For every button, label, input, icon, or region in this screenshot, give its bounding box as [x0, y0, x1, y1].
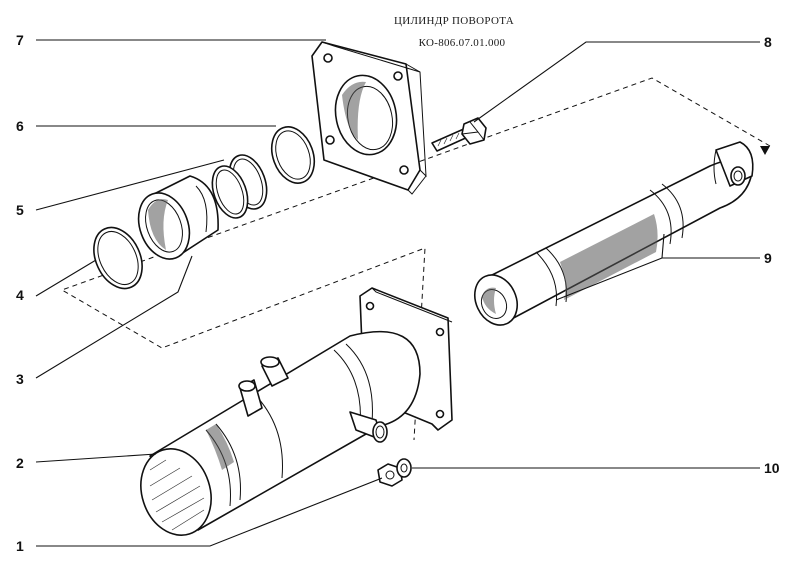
- leader-line-2: [35, 453, 157, 463]
- callout-8: 8: [764, 34, 772, 50]
- leader-lines: [35, 39, 760, 547]
- callout-2: 2: [16, 455, 24, 471]
- leader-line-4: [35, 259, 97, 297]
- leader-line-5: [35, 159, 225, 211]
- seal-ring-part-4: [93, 226, 143, 290]
- callout-4: 4: [16, 287, 24, 303]
- seal-rings-part-5: [211, 154, 268, 219]
- washer-part-10: [396, 458, 412, 478]
- seal-ring-part-6: [270, 126, 316, 184]
- cylinder-body-part-2: [140, 287, 453, 536]
- assembly-axis-arrowhead: [760, 146, 770, 155]
- callout-5: 5: [16, 202, 24, 218]
- leader-line-3: [35, 255, 193, 379]
- assembly-axis-dashed-line: [60, 77, 771, 441]
- diagram-code: КО-806.07.01.000: [419, 37, 506, 49]
- leader-line-9b: [555, 257, 663, 301]
- nut-part-1: [377, 463, 403, 487]
- leader-line-1: [36, 477, 383, 547]
- flange-part-7: [311, 41, 427, 195]
- callout-1: 1: [16, 538, 24, 554]
- piston-bushing-part-3: [137, 175, 219, 260]
- callout-3: 3: [16, 371, 24, 387]
- callout-6: 6: [16, 118, 24, 134]
- piston-rod-part-9: [474, 141, 754, 326]
- callout-7: 7: [16, 32, 24, 48]
- bolt-part-8: [431, 117, 487, 152]
- leader-line-9a: [661, 233, 760, 259]
- callout-10: 10: [764, 460, 780, 476]
- callout-9: 9: [764, 250, 772, 266]
- leader-line-8: [473, 41, 760, 123]
- diagram-title: ЦИЛИНДР ПОВОРОТА: [394, 15, 514, 27]
